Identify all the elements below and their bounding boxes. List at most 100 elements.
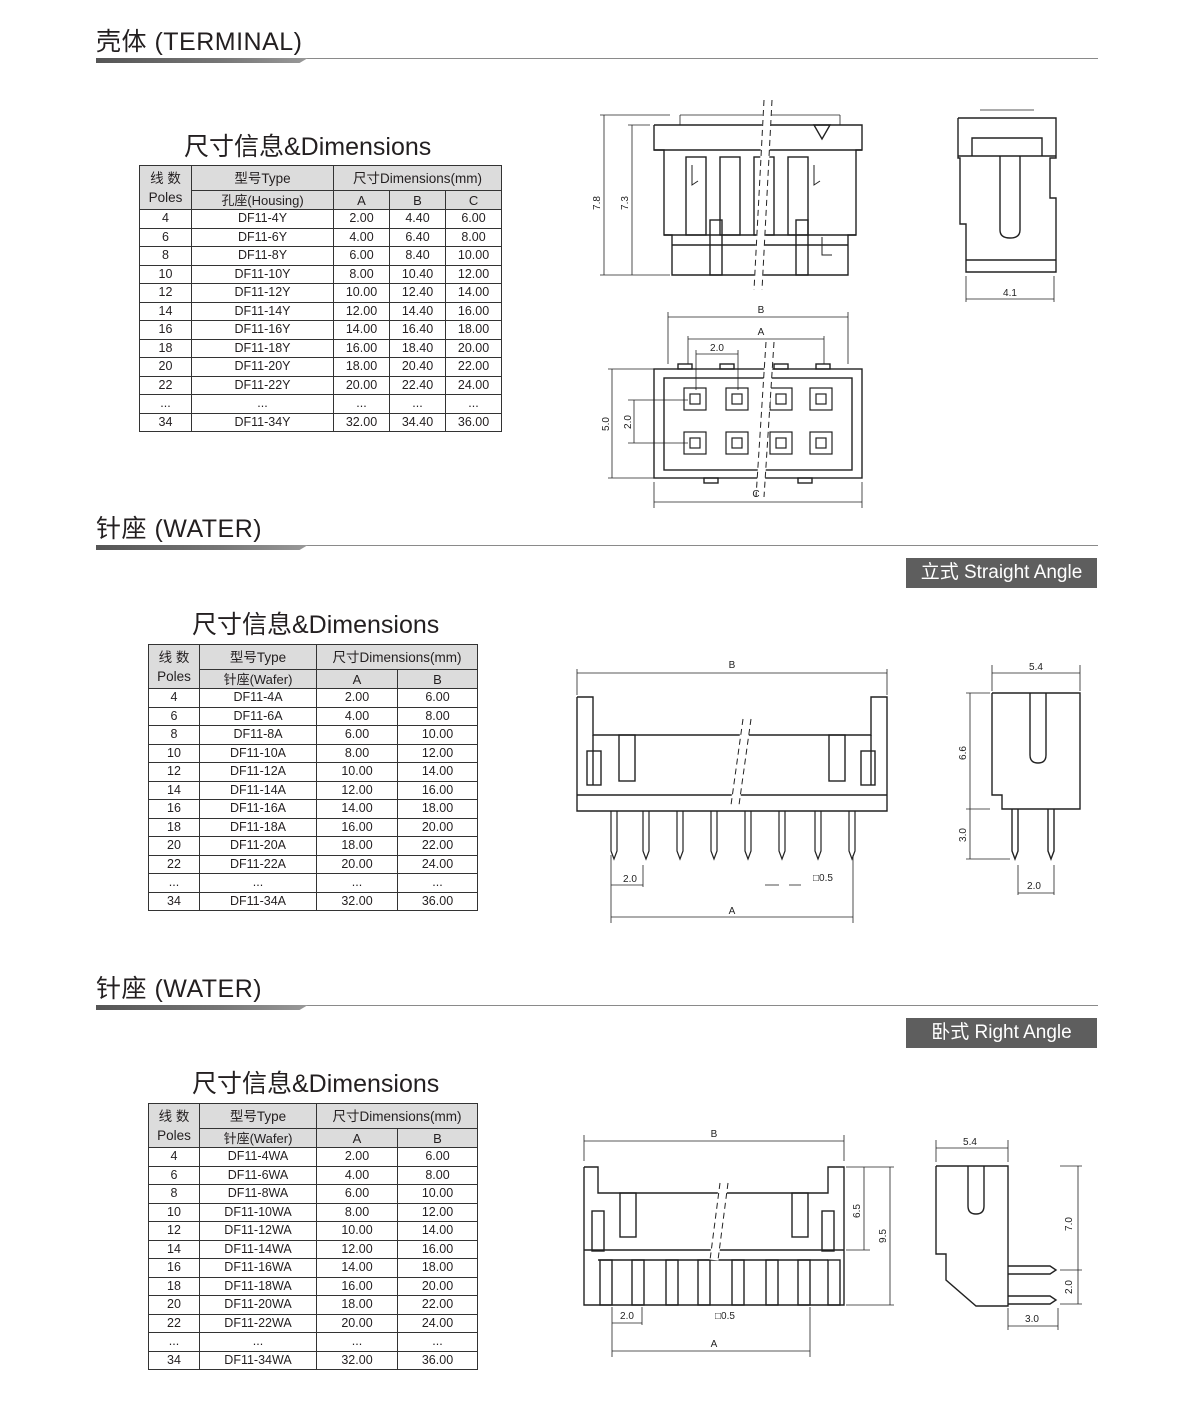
dimensions-header: 尺寸Dimensions(mm) (332, 165, 503, 191)
section-title-terminal: 壳体 (TERMINAL) (96, 28, 303, 56)
table-cell: DF11-10WA (199, 1202, 317, 1222)
table-cell: DF11-10A (199, 743, 317, 763)
dim-a-label: A (711, 1339, 718, 1350)
table-cell: 4 (148, 688, 200, 708)
housing-subheader: 孔座(Housing) (191, 190, 334, 210)
col-a-header: A (316, 669, 398, 689)
col-b-header: B (389, 190, 446, 210)
table-cell: 18 (148, 1276, 200, 1296)
table-cell: 10.00 (333, 283, 390, 303)
table-cell: 10.00 (316, 762, 398, 782)
col-b-header: B (396, 1128, 479, 1148)
table-cell: 6.00 (316, 1184, 398, 1204)
table-cell: 12.00 (316, 1239, 398, 1259)
table-cell: 22.40 (389, 375, 446, 395)
table-cell: ... (199, 873, 317, 893)
table-cell: 14.00 (396, 1221, 479, 1241)
table-cell: 6 (148, 706, 200, 726)
table-cell: 16 (139, 320, 192, 340)
table-cell: 16 (148, 799, 200, 819)
table-cell: 20 (148, 1295, 200, 1315)
dim-height-body: 7.3 (620, 196, 631, 210)
section-rule (96, 545, 1098, 546)
dim-side-width: 5.4 (1029, 662, 1043, 673)
table-cell: DF11-14Y (191, 301, 334, 321)
dim-pin-length-label: 3.0 (958, 828, 969, 842)
table-cell: ... (199, 1332, 317, 1352)
table-cell: 8 (139, 246, 192, 266)
table-cell: DF11-34WA (199, 1350, 317, 1370)
table-cell: 18 (148, 817, 200, 837)
table-cell: DF11-12Y (191, 283, 334, 303)
table-cell: 20.00 (316, 1313, 398, 1333)
table-cell: DF11-14WA (199, 1239, 317, 1259)
table-cell: 4 (139, 209, 192, 229)
table-cell: 16.00 (316, 817, 398, 837)
type-header: 型号Type (191, 165, 334, 191)
dim-pin-label: □0.5 (813, 873, 833, 884)
table-cell: 10.40 (389, 264, 446, 284)
table-cell: 32.00 (316, 891, 398, 911)
table-cell: 4.40 (389, 209, 446, 229)
table-cell: 2.00 (316, 1147, 398, 1167)
col-c-header: C (444, 190, 503, 210)
dim-a-label: A (729, 906, 736, 917)
table-cell: 8.00 (316, 1202, 398, 1222)
table-cell: 10.00 (396, 725, 479, 745)
table-cell: 34.40 (389, 412, 446, 432)
table-cell: 16.00 (316, 1276, 398, 1296)
table-cell: 32.00 (316, 1350, 398, 1370)
table-cell: 6.00 (396, 1147, 479, 1167)
section-accent-bar (96, 545, 308, 550)
dim-row-pitch-label: 2.0 (1064, 1280, 1075, 1294)
dim-c-label: C (752, 489, 759, 500)
table-cell: 12.00 (396, 1202, 479, 1222)
table-cell: 14.00 (316, 799, 398, 819)
table-cell: ... (396, 1332, 479, 1352)
col-a-header: A (333, 190, 390, 210)
table-cell: 12 (148, 1221, 200, 1241)
table-cell: DF11-18Y (191, 338, 334, 358)
table-cell: 4.00 (316, 706, 398, 726)
dim-pitch-label: 2.0 (710, 343, 724, 354)
table-cell: 34 (139, 412, 192, 432)
table-cell: 4.00 (316, 1165, 398, 1185)
table-cell: 34 (148, 1350, 200, 1370)
dim-b-label: B (729, 660, 736, 671)
table-cell: 2.00 (333, 209, 390, 229)
dim-side-width: 4.1 (1003, 288, 1017, 299)
table-cell: 10 (148, 1202, 200, 1222)
table-cell: 10.00 (396, 1184, 479, 1204)
table-cell: 22 (139, 375, 192, 395)
dim-pitch-label: 2.0 (623, 874, 637, 885)
table-cell: DF11-18WA (199, 1276, 317, 1296)
table-cell: 8.00 (316, 743, 398, 763)
table-cell: ... (316, 873, 398, 893)
dimensions-title: 尺寸信息&Dimensions (192, 611, 440, 639)
table-cell: 8.40 (389, 246, 446, 266)
badge-straight-angle: 立式 Straight Angle (906, 558, 1097, 588)
table-cell: 14.00 (444, 283, 503, 303)
dimensions-title: 尺寸信息&Dimensions (192, 1070, 440, 1098)
